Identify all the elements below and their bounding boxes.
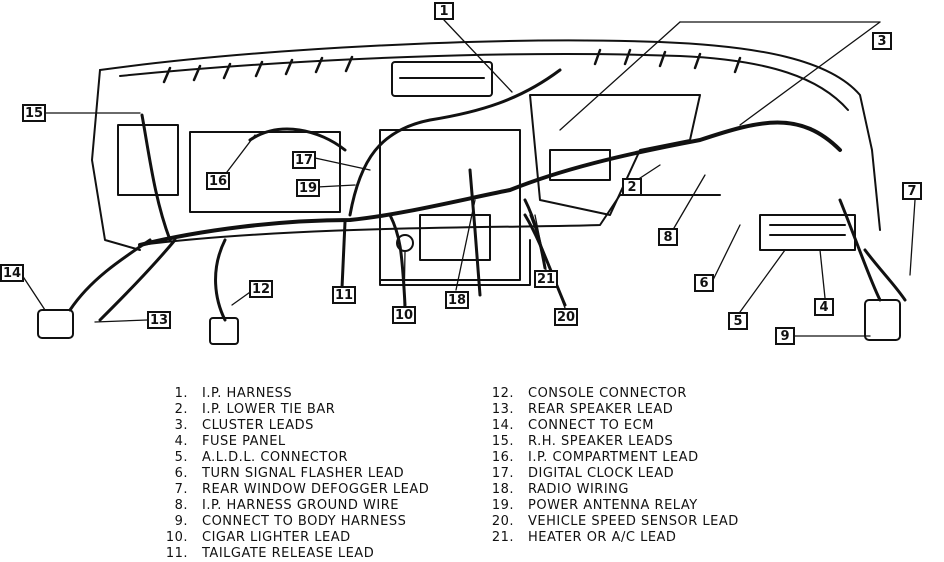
callout-17: 17 bbox=[292, 151, 316, 169]
body-harness-connector bbox=[864, 299, 901, 341]
ip-harness-branch-glovebox bbox=[248, 127, 347, 152]
ip-harness-branch-rh bbox=[140, 113, 172, 242]
rear-speaker-lead bbox=[98, 238, 177, 322]
callout-14: 14 bbox=[0, 264, 24, 282]
legend-item: 2.I.P. LOWER TIE BAR bbox=[174, 402, 336, 417]
callout-13: 13 bbox=[147, 311, 171, 329]
legend-item: 10.CIGAR LIGHTER LEAD bbox=[165, 530, 351, 545]
console-outline bbox=[379, 239, 531, 286]
legend-item: 4.FUSE PANEL bbox=[174, 434, 286, 449]
legend-right: 12.CONSOLE CONNECTOR 13.REAR SPEAKER LEA… bbox=[480, 386, 739, 546]
legend-item: 13.REAR SPEAKER LEAD bbox=[491, 402, 674, 417]
callout-1: 1 bbox=[434, 2, 454, 20]
callout-7: 7 bbox=[902, 182, 922, 200]
ip-harness-trunk bbox=[138, 120, 842, 247]
rh-vent bbox=[117, 124, 179, 196]
callout-21: 21 bbox=[534, 270, 558, 288]
callout-10: 10 bbox=[392, 306, 416, 324]
legend-item: 18.RADIO WIRING bbox=[491, 482, 629, 497]
callout-2: 2 bbox=[622, 178, 642, 196]
console-lead bbox=[214, 238, 227, 322]
leader-lines bbox=[21, 19, 916, 337]
radio-wiring bbox=[468, 168, 482, 297]
center-stack bbox=[379, 129, 521, 281]
instrument-panel-drawing bbox=[21, 19, 916, 345]
cluster-gauge bbox=[549, 149, 611, 181]
callout-18: 18 bbox=[445, 291, 469, 309]
callout-4: 4 bbox=[814, 298, 834, 316]
legend-item: 11.TAILGATE RELEASE LEAD bbox=[165, 546, 375, 561]
callout-20: 20 bbox=[554, 308, 578, 326]
callout-15: 15 bbox=[22, 104, 46, 122]
legend-item: 6.TURN SIGNAL FLASHER LEAD bbox=[174, 466, 405, 481]
radio-opening bbox=[419, 214, 491, 261]
cigar-lighter bbox=[396, 234, 414, 252]
dash-top-outline bbox=[99, 39, 881, 231]
legend-item: 12.CONSOLE CONNECTOR bbox=[491, 386, 687, 401]
speaker-grille bbox=[391, 61, 493, 97]
legend-left: 1.I.P. HARNESS 2.I.P. LOWER TIE BAR 3.CL… bbox=[154, 386, 429, 562]
legend-item: 21.HEATER OR A/C LEAD bbox=[491, 530, 677, 545]
callout-19: 19 bbox=[296, 179, 320, 197]
legend-item: 5.A.L.D.L. CONNECTOR bbox=[174, 450, 349, 465]
cluster-housing bbox=[529, 94, 701, 216]
callout-16: 16 bbox=[206, 172, 230, 190]
legend-item: 16.I.P. COMPARTMENT LEAD bbox=[491, 450, 699, 465]
legend-item: 19.POWER ANTENNA RELAY bbox=[491, 498, 698, 513]
fuse-panel-detail bbox=[769, 224, 846, 236]
fuse-panel bbox=[759, 214, 856, 251]
legend-item: 14.CONNECT TO ECM bbox=[491, 418, 654, 433]
legend-item: 7.REAR WINDOW DEFOGGER LEAD bbox=[174, 482, 430, 497]
legend-item: 20.VEHICLE SPEED SENSOR LEAD bbox=[491, 514, 739, 529]
legend-item: 8.I.P. HARNESS GROUND WIRE bbox=[174, 498, 399, 513]
console-plug bbox=[209, 317, 239, 345]
dash-lower-edge bbox=[139, 194, 721, 246]
defogger-lead bbox=[863, 248, 907, 302]
body-harness-lead bbox=[838, 198, 882, 302]
legend-item: 15.R.H. SPEAKER LEADS bbox=[491, 434, 674, 449]
legend-item: 3.CLUSTER LEADS bbox=[174, 418, 314, 433]
legend-item: 1.I.P. HARNESS bbox=[174, 386, 293, 401]
callout-9: 9 bbox=[775, 327, 795, 345]
callout-6: 6 bbox=[694, 274, 714, 292]
ecm-connector bbox=[37, 309, 74, 339]
legend-item: 9.CONNECT TO BODY HARNESS bbox=[174, 514, 407, 529]
callout-3: 3 bbox=[872, 32, 892, 50]
ip-harness-branch-upper bbox=[348, 68, 562, 217]
callout-5: 5 bbox=[728, 312, 748, 330]
legend-item: 17.DIGITAL CLOCK LEAD bbox=[491, 466, 675, 481]
ecm-lead bbox=[68, 238, 152, 312]
dash-left-edge bbox=[91, 69, 141, 251]
callout-11: 11 bbox=[332, 286, 356, 304]
callout-12: 12 bbox=[249, 280, 273, 298]
defroster-vents bbox=[162, 48, 742, 84]
callout-8: 8 bbox=[658, 228, 678, 246]
